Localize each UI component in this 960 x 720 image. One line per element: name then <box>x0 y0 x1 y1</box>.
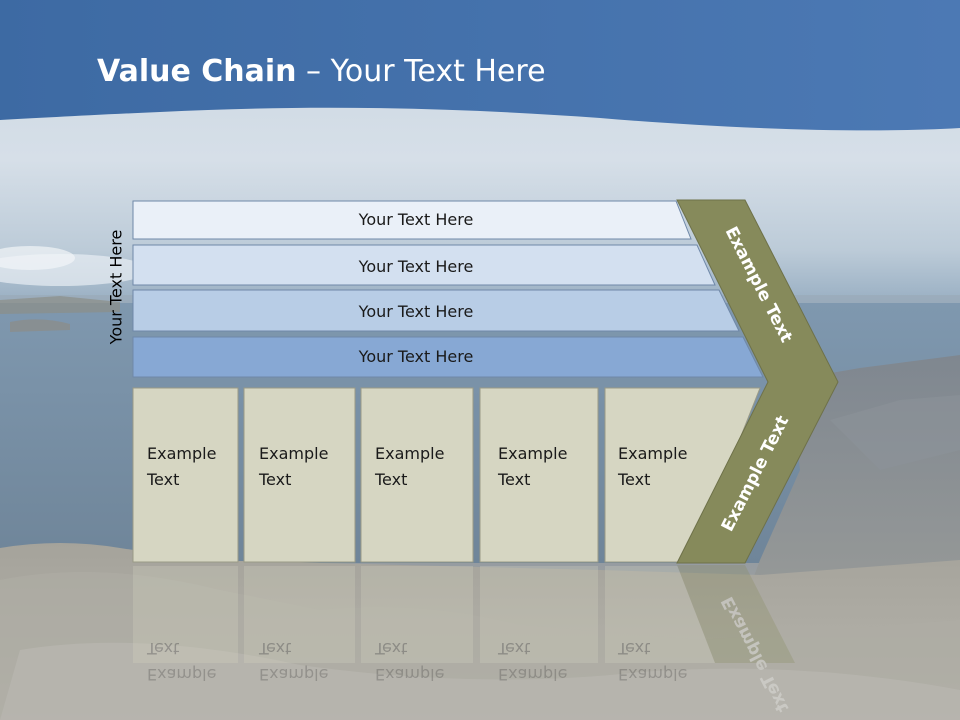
column-3-reflection <box>361 566 473 663</box>
column-5-label-line1: Example <box>618 444 687 463</box>
chevron-reflection <box>677 565 795 663</box>
column-5-label-line2: Text <box>617 470 650 489</box>
bar-1-shape <box>132 200 692 240</box>
column-2-label-line1: Example <box>259 444 328 463</box>
slide-title: Value Chain – Your Text Here <box>97 54 546 89</box>
column-4-reflection-line2: Text <box>497 639 530 658</box>
column-2-reflection-line1: Example <box>259 665 328 684</box>
column-4-shape <box>479 387 599 563</box>
bar-1-label: Your Text Here <box>358 210 474 229</box>
column-1-label-line2: Text <box>146 470 179 489</box>
column-5-reflection <box>605 566 729 663</box>
column-3-label-line1: Example <box>375 444 444 463</box>
column-4-label-line2: Text <box>497 470 530 489</box>
column-3-label-line2: Text <box>374 470 407 489</box>
diagram-reflection: Example Text Example Text Example Text E… <box>133 565 795 715</box>
column-3-reflection-line2: Text <box>374 639 407 658</box>
bar-2-label: Your Text Here <box>358 257 474 276</box>
column-1-reflection-line2: Text <box>146 639 179 658</box>
bar-3-shape <box>132 289 740 332</box>
bar-2-shape <box>132 244 716 286</box>
bar-4-label: Your Text Here <box>358 347 474 366</box>
column-2-shape <box>243 387 356 563</box>
column-2-reflection <box>244 566 355 663</box>
title-rest: – Your Text Here <box>296 54 546 89</box>
column-1-reflection <box>133 566 238 663</box>
column-3-shape <box>360 387 474 563</box>
column-3-reflection-line1: Example <box>375 665 444 684</box>
column-4-reflection <box>480 566 598 663</box>
column-1-label-line1: Example <box>147 444 216 463</box>
column-2-reflection-line2: Text <box>258 639 291 658</box>
title-bold: Value Chain <box>97 54 297 89</box>
bar-4-shape <box>132 336 764 378</box>
column-1-shape <box>132 387 239 563</box>
column-5-reflection-line2: Text <box>617 639 650 658</box>
column-1-reflection-line1: Example <box>147 665 216 684</box>
column-2-label-line2: Text <box>258 470 291 489</box>
margin-chevron-shape <box>676 199 839 564</box>
column-5-reflection-line1: Example <box>618 665 687 684</box>
bar-3-label: Your Text Here <box>358 302 474 321</box>
column-4-label-line1: Example <box>498 444 567 463</box>
column-4-reflection-line1: Example <box>498 665 567 684</box>
